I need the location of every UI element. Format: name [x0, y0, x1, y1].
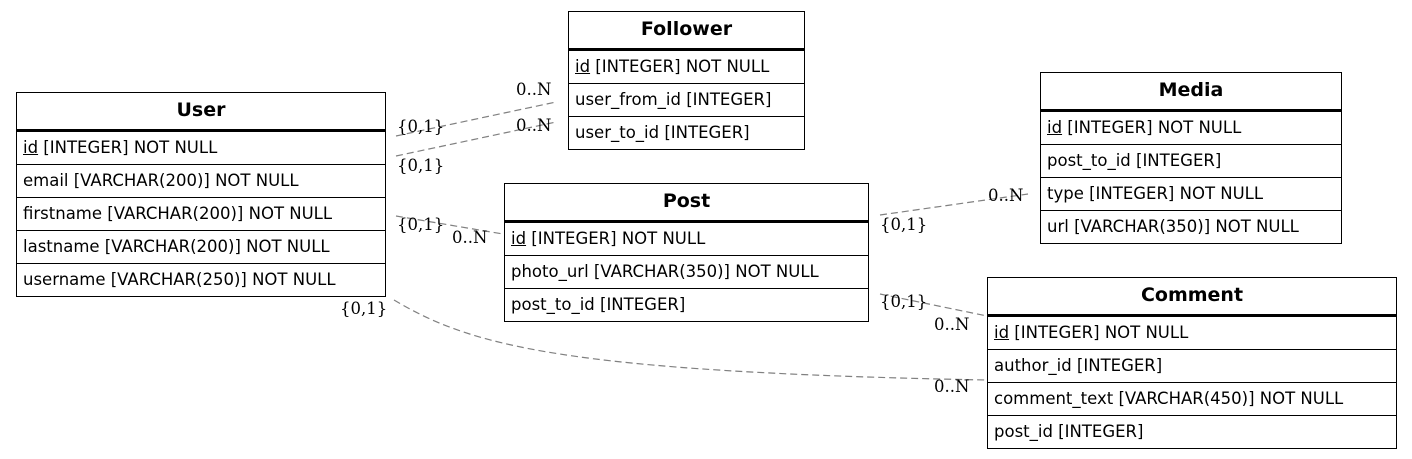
attribute-row: lastname [VARCHAR(200)] NOT NULL: [17, 230, 385, 263]
cardinality-follower-to: 0..N: [516, 116, 552, 135]
entity-media: Media id [INTEGER] NOT NULL post_to_id […: [1040, 72, 1342, 244]
attribute-row: comment_text [VARCHAR(450)] NOT NULL: [988, 382, 1396, 415]
attribute-row: user_from_id [INTEGER]: [569, 83, 804, 116]
attribute-text: [INTEGER] NOT NULL: [38, 138, 218, 157]
attribute-text: email [VARCHAR(200)] NOT NULL: [23, 171, 299, 190]
attribute-text: firstname [VARCHAR(200)] NOT NULL: [23, 204, 333, 223]
cardinality-user-post: {0,1}: [397, 215, 445, 234]
attribute-text: [INTEGER] NOT NULL: [1062, 118, 1242, 137]
attribute-row: firstname [VARCHAR(200)] NOT NULL: [17, 197, 385, 230]
attribute-row: username [VARCHAR(250)] NOT NULL: [17, 263, 385, 296]
entity-title: Media: [1041, 73, 1341, 111]
attribute-row: id [INTEGER] NOT NULL: [505, 222, 868, 255]
attribute-text: [INTEGER] NOT NULL: [590, 57, 770, 76]
primary-key: id: [575, 57, 591, 76]
attribute-row: user_to_id [INTEGER]: [569, 116, 804, 149]
entity-title: User: [17, 93, 385, 131]
attribute-row: id [INTEGER] NOT NULL: [17, 131, 385, 164]
cardinality-user-comment: {0,1}: [340, 299, 388, 318]
attribute-row: post_id [INTEGER]: [988, 415, 1396, 448]
edge-post-media: [879, 193, 1029, 216]
attribute-row: post_to_id [INTEGER]: [1041, 144, 1341, 177]
cardinality-comment-post: 0..N: [934, 315, 970, 334]
cardinality-user-follower-to: {0,1}: [397, 156, 445, 175]
attribute-text: post_id [INTEGER]: [994, 422, 1144, 441]
edge-user-post: [395, 215, 504, 235]
attribute-row: id [INTEGER] NOT NULL: [988, 316, 1396, 349]
attribute-text: url [VARCHAR(350)] NOT NULL: [1047, 217, 1299, 236]
edge-post-comment: [879, 293, 988, 317]
attribute-row: author_id [INTEGER]: [988, 349, 1396, 382]
entity-title: Comment: [988, 278, 1396, 316]
primary-key: id: [511, 229, 527, 248]
attribute-text: lastname [VARCHAR(200)] NOT NULL: [23, 237, 330, 256]
attribute-row: id [INTEGER] NOT NULL: [569, 50, 804, 83]
edge-user-comment: [393, 299, 988, 381]
entity-follower: Follower id [INTEGER] NOT NULL user_from…: [568, 11, 805, 150]
attribute-row: photo_url [VARCHAR(350)] NOT NULL: [505, 255, 868, 288]
edge-user-follower-from: [395, 101, 557, 137]
attribute-row: type [INTEGER] NOT NULL: [1041, 177, 1341, 210]
entity-post: Post id [INTEGER] NOT NULL photo_url [VA…: [504, 183, 869, 322]
cardinality-follower-from: 0..N: [516, 80, 552, 99]
primary-key: id: [1047, 118, 1063, 137]
cardinality-user-follower-from: {0,1}: [397, 117, 445, 136]
attribute-text: photo_url [VARCHAR(350)] NOT NULL: [511, 262, 819, 281]
edge-user-follower-to: [395, 121, 557, 157]
primary-key: id: [994, 323, 1010, 342]
attribute-text: type [INTEGER] NOT NULL: [1047, 184, 1264, 203]
cardinality-post-comment: {0,1}: [880, 292, 928, 311]
attribute-row: id [INTEGER] NOT NULL: [1041, 111, 1341, 144]
entity-title: Post: [505, 184, 868, 222]
attribute-text: username [VARCHAR(250)] NOT NULL: [23, 270, 336, 289]
attribute-text: author_id [INTEGER]: [994, 356, 1163, 375]
attribute-text: post_to_id [INTEGER]: [511, 295, 686, 314]
attribute-row: post_to_id [INTEGER]: [505, 288, 868, 321]
attribute-text: comment_text [VARCHAR(450)] NOT NULL: [994, 389, 1344, 408]
primary-key: id: [23, 138, 39, 157]
attribute-text: user_from_id [INTEGER]: [575, 90, 772, 109]
attribute-row: url [VARCHAR(350)] NOT NULL: [1041, 210, 1341, 243]
attribute-text: [INTEGER] NOT NULL: [1009, 323, 1189, 342]
entity-title: Follower: [569, 12, 804, 50]
entity-comment: Comment id [INTEGER] NOT NULL author_id …: [987, 277, 1397, 449]
cardinality-post-media: {0,1}: [880, 215, 928, 234]
attribute-text: post_to_id [INTEGER]: [1047, 151, 1222, 170]
cardinality-media-post: 0..N: [988, 186, 1024, 205]
attribute-row: email [VARCHAR(200)] NOT NULL: [17, 164, 385, 197]
attribute-text: [INTEGER] NOT NULL: [526, 229, 706, 248]
entity-user: User id [INTEGER] NOT NULL email [VARCHA…: [16, 92, 386, 297]
cardinality-comment-user: 0..N: [934, 377, 970, 396]
attribute-text: user_to_id [INTEGER]: [575, 123, 750, 142]
cardinality-post-user: 0..N: [452, 228, 488, 247]
